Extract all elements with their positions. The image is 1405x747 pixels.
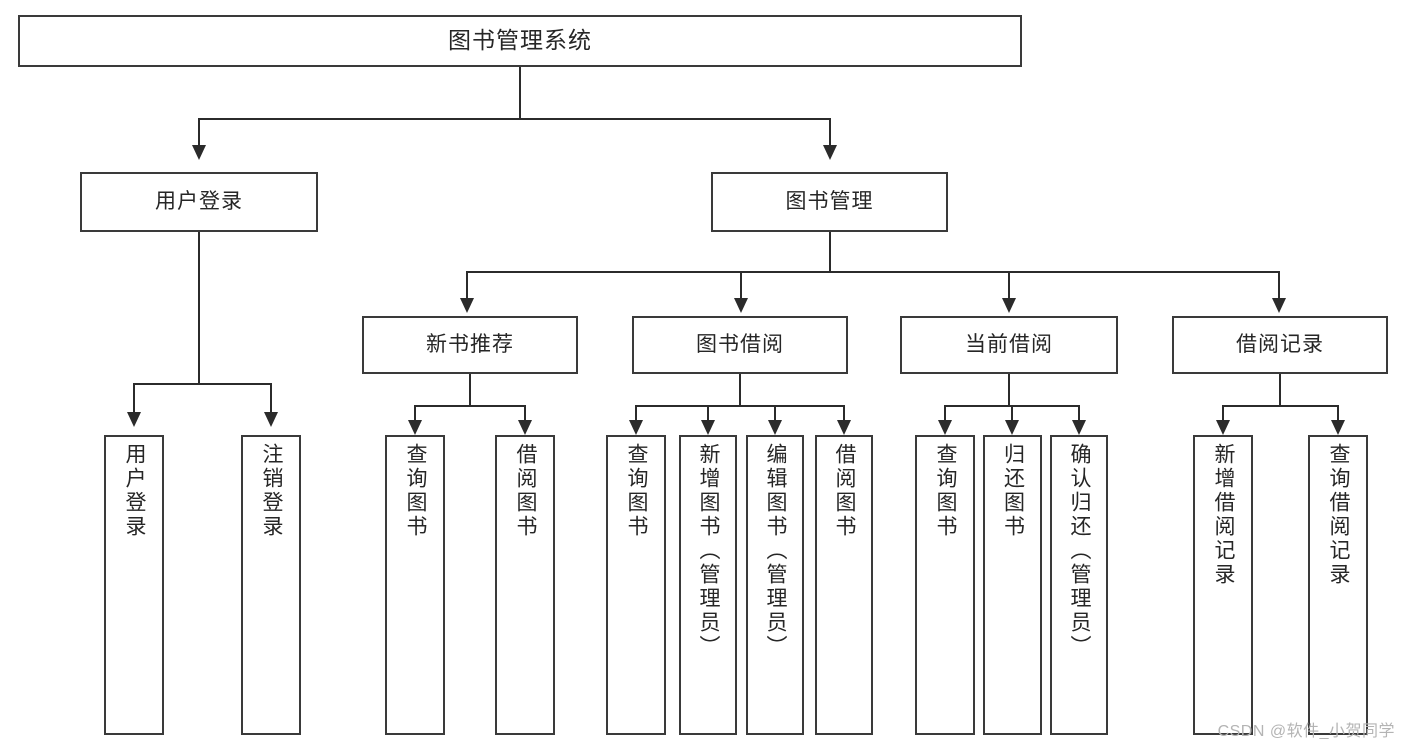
node-label: 借阅图书: [514, 443, 538, 539]
leaf-borrow-records-query[interactable]: 查询借阅记录: [1308, 435, 1368, 735]
arrow-book-borrow-leaf-3: [768, 420, 782, 435]
connector-current-borrow-leaf-2: [1011, 405, 1013, 425]
node-label: 注销登录: [260, 443, 284, 539]
arrow-to-book-manage: [823, 145, 837, 160]
node-label: 查询借阅记录: [1327, 443, 1351, 587]
connector-borrow-records-stem: [1279, 374, 1281, 406]
leaf-new-book-borrow[interactable]: 借阅图书: [495, 435, 555, 735]
leaf-book-borrow-edit[interactable]: 编辑图书（管理员）: [746, 435, 804, 735]
connector-user-login-bus: [133, 383, 270, 385]
leaf-new-book-query[interactable]: 查询图书: [385, 435, 445, 735]
leaf-current-borrow-query[interactable]: 查询图书: [915, 435, 975, 735]
connector-book-manage-to-borrow: [740, 271, 742, 301]
node-label: 当前借阅: [965, 332, 1053, 356]
node-borrow-records[interactable]: 借阅记录: [1172, 316, 1388, 374]
connector-book-borrow-stem: [739, 374, 741, 406]
arrow-book-borrow-leaf-4: [837, 420, 851, 435]
arrow-new-book-leaf-2: [518, 420, 532, 435]
node-label: 新书推荐: [426, 332, 514, 356]
connector-new-book-stem: [469, 374, 471, 406]
connector-book-borrow-leaf-1: [635, 405, 637, 425]
arrow-new-book-leaf-1: [408, 420, 422, 435]
node-book-management[interactable]: 图书管理: [711, 172, 948, 232]
leaf-book-borrow-borrow[interactable]: 借阅图书: [815, 435, 873, 735]
connector-current-borrow-leaf-1: [944, 405, 946, 425]
connector-root-to-user-login: [198, 118, 200, 148]
connector-root-stem: [519, 67, 521, 119]
node-label: 编辑图书（管理员）: [764, 443, 788, 659]
connector-book-manage-to-current: [1008, 271, 1010, 301]
connector-new-book-leaf-2: [524, 405, 526, 425]
node-label: 新增图书（管理员）: [697, 443, 721, 659]
node-label: 用户登录: [123, 443, 147, 539]
arrow-to-new-book-recommend: [460, 298, 474, 313]
arrow-current-borrow-leaf-2: [1005, 420, 1019, 435]
connector-new-book-bus: [414, 405, 525, 407]
node-label: 查询图书: [934, 443, 958, 539]
connector-book-borrow-leaf-3: [774, 405, 776, 425]
node-label: 新增借阅记录: [1212, 443, 1236, 587]
node-label: 图书管理系统: [448, 27, 592, 54]
node-label: 归还图书: [1001, 443, 1025, 539]
node-current-borrow[interactable]: 当前借阅: [900, 316, 1118, 374]
arrow-borrow-records-leaf-1: [1216, 420, 1230, 435]
connector-book-manage-to-new-book: [466, 271, 468, 301]
connector-borrow-records-leaf-2: [1337, 405, 1339, 425]
connector-current-borrow-leaf-3: [1078, 405, 1080, 425]
leaf-current-borrow-confirm-return[interactable]: 确认归还（管理员）: [1050, 435, 1108, 735]
node-label: 图书借阅: [696, 332, 784, 356]
connector-root-bus: [198, 118, 831, 120]
arrow-book-borrow-leaf-2: [701, 420, 715, 435]
leaf-current-borrow-return[interactable]: 归还图书: [983, 435, 1042, 735]
leaf-borrow-records-add[interactable]: 新增借阅记录: [1193, 435, 1253, 735]
connector-borrow-records-bus: [1222, 405, 1338, 407]
leaf-book-borrow-add[interactable]: 新增图书（管理员）: [679, 435, 737, 735]
node-label: 用户登录: [155, 189, 243, 213]
arrow-user-login-leaf-2: [264, 412, 278, 427]
leaf-book-borrow-query[interactable]: 查询图书: [606, 435, 666, 735]
leaf-user-login-logout[interactable]: 注销登录: [241, 435, 301, 735]
node-label: 借阅图书: [833, 443, 857, 539]
arrow-to-user-login: [192, 145, 206, 160]
connector-book-manage-stem: [829, 232, 831, 272]
connector-book-borrow-bus: [635, 405, 844, 407]
connector-user-login-leaf-2: [270, 383, 272, 415]
node-label: 确认归还（管理员）: [1068, 443, 1092, 659]
connector-new-book-leaf-1: [414, 405, 416, 425]
leaf-user-login-login[interactable]: 用户登录: [104, 435, 164, 735]
node-book-borrow[interactable]: 图书借阅: [632, 316, 848, 374]
connector-user-login-leaf-1: [133, 383, 135, 415]
arrow-current-borrow-leaf-1: [938, 420, 952, 435]
connector-current-borrow-stem: [1008, 374, 1010, 406]
node-label: 查询图书: [404, 443, 428, 539]
arrow-current-borrow-leaf-3: [1072, 420, 1086, 435]
arrow-to-borrow-records: [1272, 298, 1286, 313]
connector-root-to-book-manage: [829, 118, 831, 148]
node-new-book-recommend[interactable]: 新书推荐: [362, 316, 578, 374]
arrow-user-login-leaf-1: [127, 412, 141, 427]
arrow-to-current-borrow: [1002, 298, 1016, 313]
connector-book-manage-to-records: [1278, 271, 1280, 301]
arrow-book-borrow-leaf-1: [629, 420, 643, 435]
connector-borrow-records-leaf-1: [1222, 405, 1224, 425]
node-label: 借阅记录: [1236, 332, 1324, 356]
connector-book-manage-bus: [466, 271, 1280, 273]
node-user-login[interactable]: 用户登录: [80, 172, 318, 232]
arrow-borrow-records-leaf-2: [1331, 420, 1345, 435]
node-label: 查询图书: [625, 443, 649, 539]
connector-user-login-stem: [198, 232, 200, 384]
arrow-to-book-borrow: [734, 298, 748, 313]
connector-book-borrow-leaf-2: [707, 405, 709, 425]
node-root-system[interactable]: 图书管理系统: [18, 15, 1022, 67]
node-label: 图书管理: [785, 189, 874, 213]
connector-book-borrow-leaf-4: [843, 405, 845, 425]
